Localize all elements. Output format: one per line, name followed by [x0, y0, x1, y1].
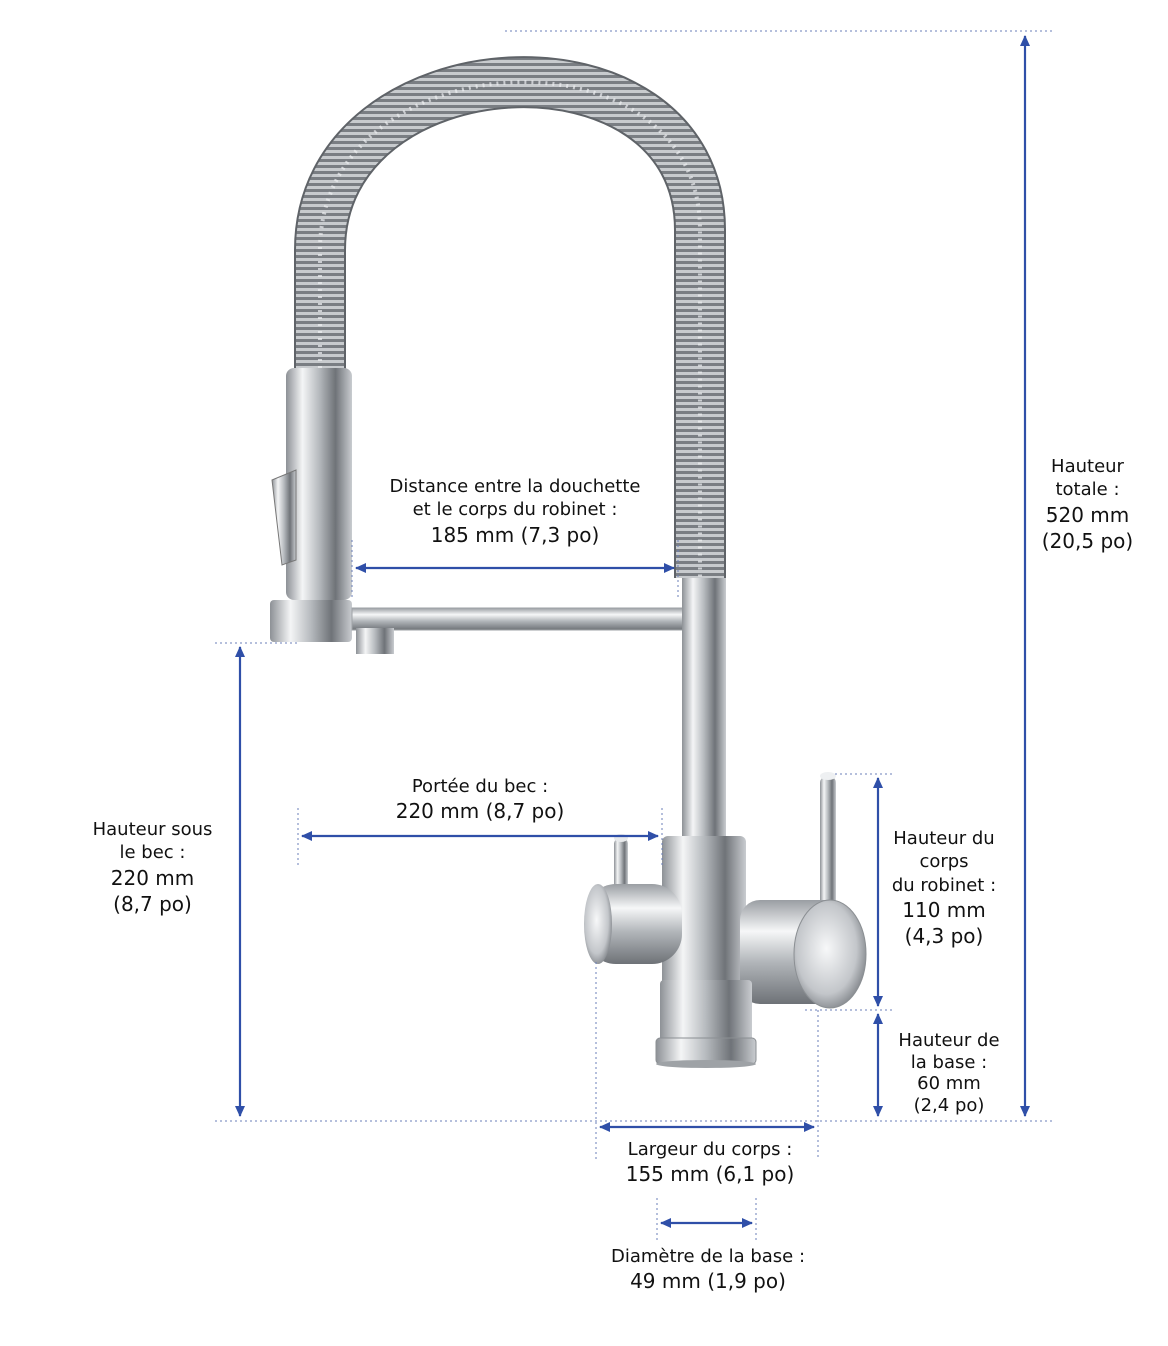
- base-height-label: Hauteur de la base : 60 mm (2,4 po): [898, 1030, 1000, 1116]
- body-height-label: Hauteur du corps du robinet : 110 mm (4,…: [891, 828, 997, 949]
- spray-distance-label: Distance entre la douchette et le corps …: [389, 476, 641, 547]
- total-height-label: Hauteur totale : 520 mm (20,5 po): [1041, 456, 1134, 553]
- dimension-arrows: [235, 35, 1030, 1228]
- faucet-illustration: [270, 56, 867, 1068]
- spray-nozzle: [270, 600, 352, 642]
- right-knob-cap: [793, 899, 867, 1009]
- spout-arm: [351, 607, 705, 631]
- base-diameter-label: Diamètre de la base : 49 mm (1,9 po): [610, 1246, 806, 1294]
- left-lever: [614, 838, 628, 894]
- dimension-guides: [215, 30, 1052, 1240]
- spray-trigger: [271, 469, 297, 566]
- lower-body: [660, 980, 752, 1042]
- spout-reach-label: Portée du bec : 220 mm (8,7 po): [395, 776, 565, 824]
- under-spout-label: Hauteur sous le bec : 220 mm (8,7 po): [92, 819, 213, 916]
- faucet-stem: [682, 578, 726, 840]
- spray-head: [286, 368, 352, 600]
- body-hub: [662, 836, 746, 1026]
- right-lever: [820, 776, 836, 918]
- body-width-label: Largeur du corps : 155 mm (6,1 po): [625, 1139, 795, 1187]
- spout-outlet: [356, 628, 394, 654]
